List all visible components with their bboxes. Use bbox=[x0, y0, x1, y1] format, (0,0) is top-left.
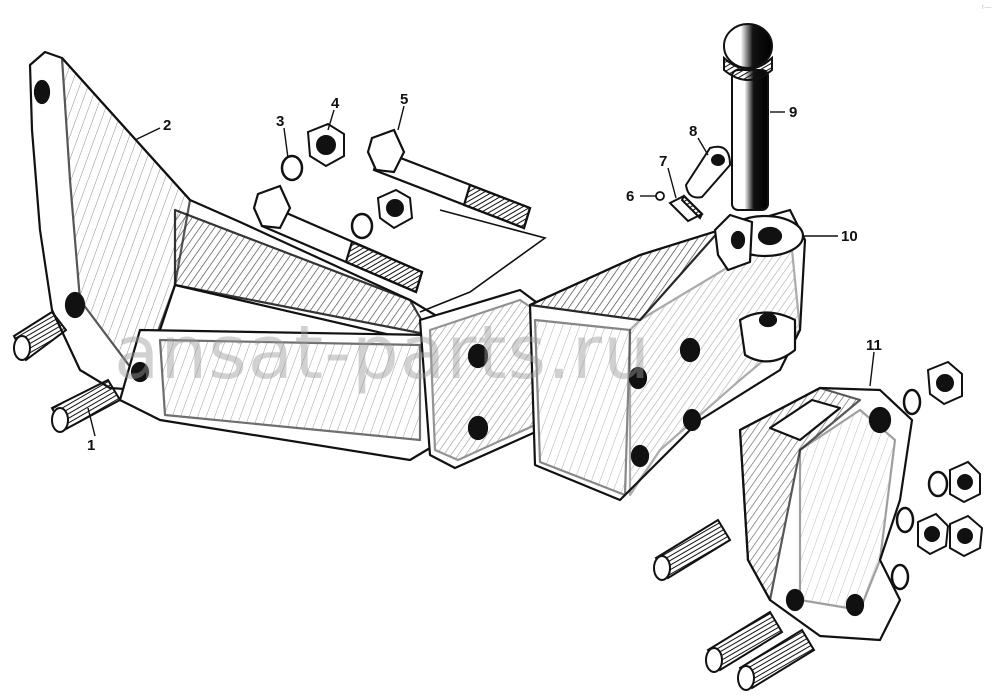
callout-6: 6 bbox=[626, 188, 634, 205]
bolt-lower bbox=[252, 184, 424, 294]
callout-8: 8 bbox=[689, 123, 697, 140]
bracket-body bbox=[28, 50, 542, 470]
hitch-jaw bbox=[528, 208, 807, 502]
leader-lines bbox=[87, 105, 875, 437]
callout-2: 2 bbox=[163, 117, 171, 134]
callout-9: 9 bbox=[789, 104, 797, 121]
nuts-and-washers-upper bbox=[280, 122, 414, 240]
callout-11: 11 bbox=[866, 337, 882, 354]
callout-1: 1 bbox=[87, 437, 95, 454]
cotter-pin bbox=[655, 191, 665, 201]
assembly-line bbox=[419, 209, 547, 313]
studs-right bbox=[653, 518, 816, 691]
bolt-upper bbox=[366, 128, 532, 230]
corner-mark: г— bbox=[982, 4, 992, 11]
studs-left bbox=[12, 310, 122, 433]
small-pin bbox=[668, 194, 704, 223]
mounting-plate bbox=[738, 386, 914, 642]
callout-7: 7 bbox=[659, 153, 667, 170]
callout-10: 10 bbox=[841, 228, 858, 245]
callout-4: 4 bbox=[331, 95, 340, 112]
nuts-and-washers-right bbox=[890, 360, 984, 591]
callout-3: 3 bbox=[276, 113, 284, 130]
watermark-text: ansat-parts.ru bbox=[114, 310, 651, 396]
chain-plate bbox=[684, 145, 732, 199]
hitch-pin bbox=[723, 23, 773, 211]
callout-5: 5 bbox=[400, 91, 408, 108]
